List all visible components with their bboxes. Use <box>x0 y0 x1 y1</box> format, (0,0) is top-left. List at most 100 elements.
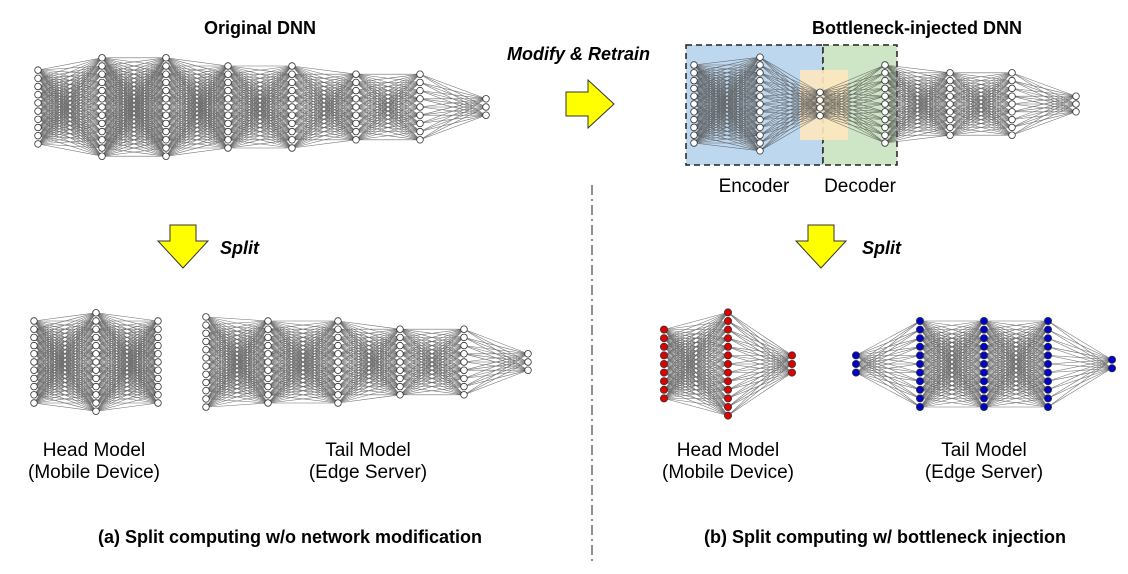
network-node <box>98 86 106 95</box>
network-node <box>264 366 272 374</box>
network-node <box>98 70 106 78</box>
network-node <box>690 115 698 124</box>
network-node <box>946 108 954 116</box>
network-node <box>724 368 733 377</box>
network-node <box>916 334 925 343</box>
network-node <box>724 351 733 360</box>
network-node <box>788 368 797 377</box>
network-node <box>396 391 404 399</box>
network-node <box>92 350 100 358</box>
head-model-a <box>30 309 162 415</box>
network-node <box>334 391 342 399</box>
network-node <box>98 95 106 103</box>
network-node <box>92 374 100 383</box>
head-model-label-b: Head Model (Mobile Device) <box>662 440 794 484</box>
network-node <box>264 341 272 350</box>
network-node <box>98 78 106 87</box>
network-node <box>264 325 272 333</box>
network-node <box>881 139 889 147</box>
network-node <box>334 374 342 383</box>
network-node <box>460 350 468 358</box>
network-node <box>482 111 490 119</box>
network-node <box>980 377 989 386</box>
network-node <box>980 351 989 360</box>
network-node <box>396 366 404 374</box>
network-node <box>334 399 342 407</box>
network-node <box>756 147 764 155</box>
network-node <box>352 95 360 103</box>
network-node <box>288 127 296 136</box>
network-node <box>1008 92 1016 100</box>
network-node <box>881 76 889 85</box>
modify-retrain-label: Modify & Retrain <box>507 44 651 64</box>
network-node <box>202 403 210 411</box>
network-node <box>396 325 404 333</box>
network-node <box>1044 351 1053 360</box>
network-node <box>30 358 38 366</box>
network-node <box>460 333 468 342</box>
network-edges <box>37 57 487 157</box>
network-node <box>1072 100 1080 108</box>
network-node <box>396 333 404 342</box>
neural-networks <box>30 53 1117 420</box>
split-arrow-b <box>794 224 848 269</box>
network-node <box>690 69 698 77</box>
network-node <box>852 359 861 368</box>
network-node <box>660 351 669 360</box>
network-node <box>288 62 296 70</box>
network-node <box>724 308 733 317</box>
network-node <box>288 119 296 128</box>
network-node <box>162 119 170 128</box>
network-node <box>288 103 296 111</box>
tail-model-server: (Edge Server) <box>308 461 428 483</box>
network-node <box>162 127 170 136</box>
network-node <box>202 354 210 362</box>
network-node <box>154 374 162 383</box>
network-node <box>98 136 106 144</box>
network-node <box>98 152 106 160</box>
network-node <box>756 53 764 61</box>
tail-model-a <box>202 313 532 411</box>
network-node <box>154 382 162 391</box>
caption-b: (b) Split computing w/ bottleneck inject… <box>704 527 1066 547</box>
network-node <box>224 62 232 70</box>
network-node <box>756 123 764 132</box>
network-node <box>352 136 360 144</box>
caption-a: (a) Split computing w/o network modifica… <box>98 527 482 547</box>
network-node <box>724 411 733 420</box>
network-edges <box>855 320 1113 408</box>
network-node <box>264 333 272 342</box>
network-node <box>460 391 468 399</box>
tail-model-title: Tail Model <box>941 440 1027 461</box>
network-node <box>416 103 424 111</box>
network-node <box>416 78 424 87</box>
network-node <box>264 374 272 383</box>
network-node <box>881 92 889 100</box>
network-node <box>756 61 764 69</box>
network-node <box>288 78 296 87</box>
network-node <box>34 107 42 115</box>
network-node <box>334 350 342 358</box>
network-node <box>224 144 232 152</box>
network-node <box>690 76 698 85</box>
network-node <box>916 402 925 411</box>
network-node <box>264 399 272 407</box>
network-node <box>724 334 733 343</box>
network-node <box>1008 76 1016 85</box>
network-node <box>1044 402 1053 411</box>
network-node <box>881 84 889 93</box>
network-node <box>162 152 170 160</box>
network-node <box>92 309 100 317</box>
network-node <box>334 382 342 391</box>
network-node <box>98 62 106 70</box>
network-node <box>881 69 889 77</box>
network-node <box>852 351 861 360</box>
network-node <box>334 325 342 333</box>
network-node <box>724 342 733 351</box>
network-node <box>352 103 360 111</box>
network-node <box>756 76 764 85</box>
network-node <box>1044 394 1053 403</box>
network-node <box>980 394 989 403</box>
network-node <box>916 368 925 377</box>
